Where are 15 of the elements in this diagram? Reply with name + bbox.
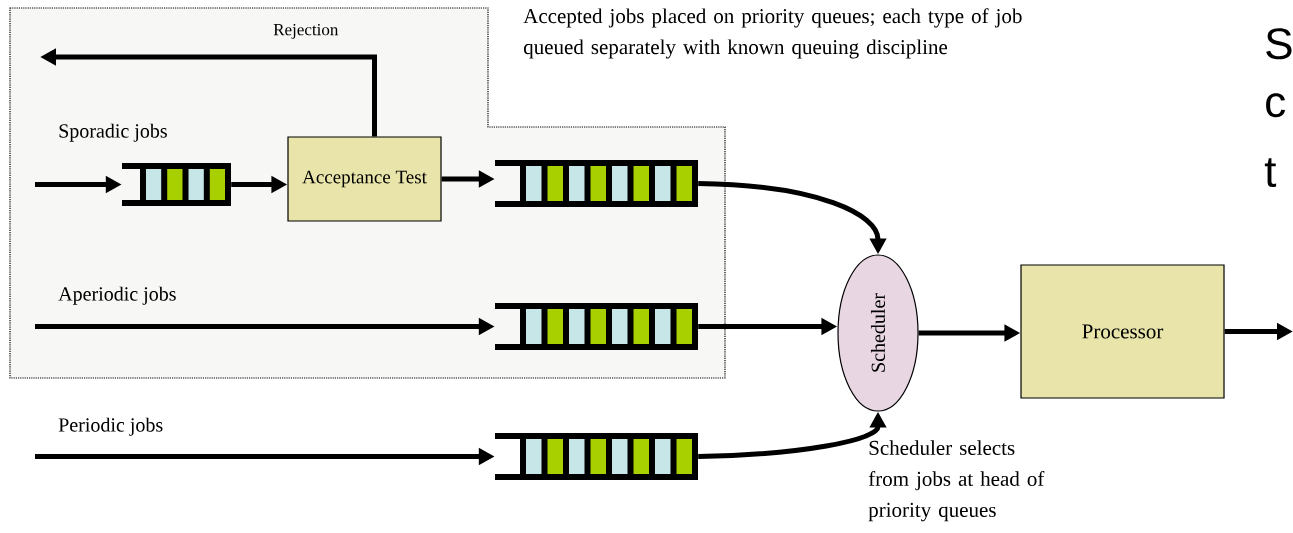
- big-letter: c: [1266, 93, 1286, 118]
- process-box: Acceptance Test: [287, 136, 442, 222]
- edge-label: Aperiodic jobs: [58, 286, 176, 305]
- note-text: Accepted jobs placed on priority queues; each type of job queued separately with known queuing discipline: [523, 8, 1022, 59]
- note-text: Scheduler selects from jobs at head of priority queues: [868, 440, 1045, 522]
- edge-label: Sporadic jobs: [59, 123, 167, 142]
- process-box: Processor: [1020, 264, 1225, 399]
- queue-drawing: [495, 303, 698, 350]
- edge-label: Periodic jobs: [58, 417, 163, 436]
- queue-drawing: [495, 433, 698, 480]
- edge-label: Rejection: [273, 23, 339, 39]
- queue-drawing: [495, 160, 698, 207]
- queue-drawing: [122, 163, 231, 206]
- big-letter: t: [1264, 158, 1277, 187]
- big-letter: S: [1266, 28, 1292, 60]
